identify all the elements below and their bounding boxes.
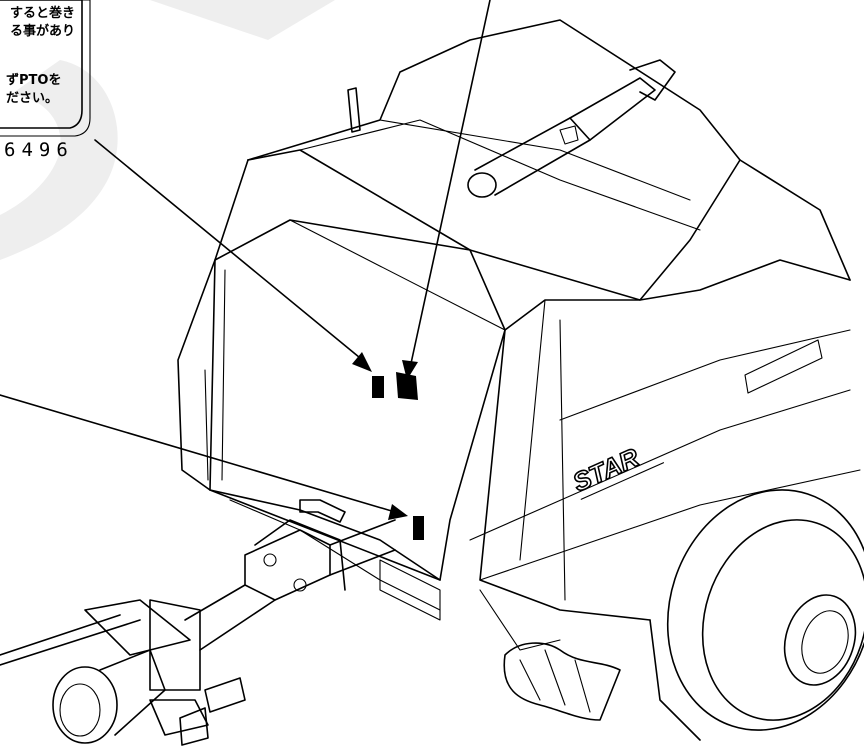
drawbar-plate [84, 599, 191, 656]
decal-3 [413, 516, 424, 540]
brand-text: STAR [568, 442, 643, 497]
brand-logo: STAR [567, 441, 665, 500]
callout-arrow-1 [94, 139, 366, 363]
callout-arrow-3 [0, 394, 396, 513]
arrowhead-3-icon [388, 504, 408, 520]
warning-label: すると巻き る事があり ずPTOを ださい。 6496 [0, 0, 91, 161]
watermark [0, 0, 335, 260]
part-number: 6496 [4, 139, 74, 161]
callout-arrows [0, 0, 491, 520]
callout-arrow-2 [409, 0, 491, 369]
pto-yoke [52, 666, 118, 744]
label-line-4: ださい。 [6, 91, 58, 106]
label-line-3: ずPTOを [6, 72, 61, 88]
label-line-2: る事があり [10, 23, 75, 39]
pickup-assembly [503, 642, 621, 721]
drawbar-arm [0, 614, 141, 666]
machine-decals [372, 372, 424, 540]
hydraulic-cylinder [347, 59, 676, 198]
decal-1 [372, 376, 384, 398]
decal-2 [396, 372, 418, 400]
label-line-1: すると巻き [10, 5, 75, 21]
baler-body [177, 19, 861, 651]
wheel [649, 489, 864, 741]
arrowhead-1-icon [352, 352, 372, 372]
rear-latch [347, 87, 361, 133]
hitch-hook [299, 499, 346, 523]
pto-driveshaft [0, 499, 396, 746]
